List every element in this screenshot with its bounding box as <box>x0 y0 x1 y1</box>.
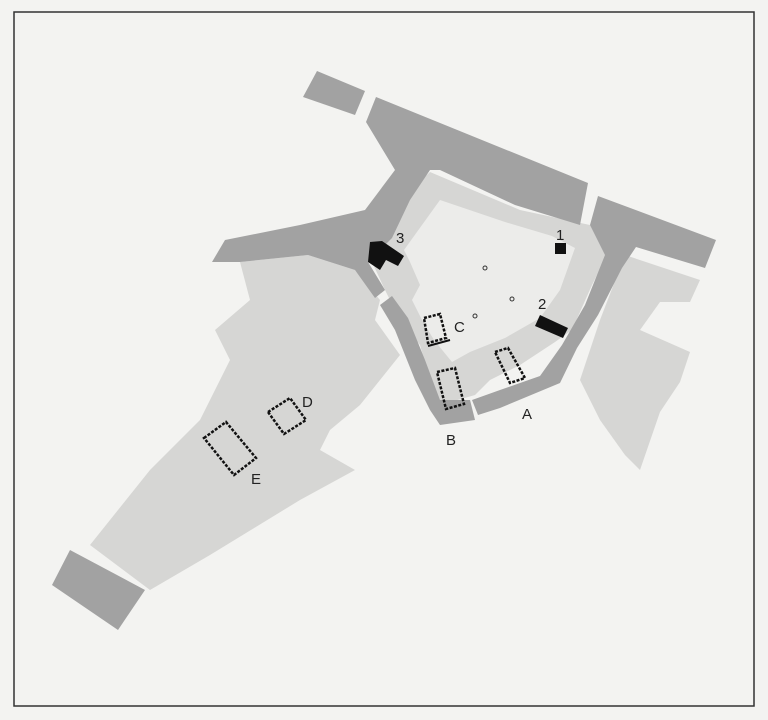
central-plaza <box>404 200 575 362</box>
north-band <box>212 97 588 298</box>
south-west-block <box>52 550 145 630</box>
point-marker <box>509 296 515 302</box>
left-light-district <box>90 255 400 590</box>
label-3: 3 <box>396 230 404 247</box>
point-marker <box>482 265 488 271</box>
label-b: B <box>446 432 456 449</box>
building-c-outline[interactable] <box>422 312 448 345</box>
right-light-district <box>580 255 700 470</box>
building-c-wall <box>427 339 451 347</box>
marker-2 <box>535 315 568 338</box>
building-b-outline[interactable] <box>435 366 466 411</box>
east-band-a <box>472 196 716 415</box>
label-d: D <box>302 394 313 411</box>
label-e: E <box>251 471 261 488</box>
point-marker <box>472 313 478 319</box>
building-a-outline[interactable] <box>493 346 527 385</box>
label-1: 1 <box>556 227 564 244</box>
marker-1 <box>555 243 566 254</box>
label-c: C <box>454 319 465 336</box>
label-2: 2 <box>538 296 546 313</box>
north-west-block <box>303 71 365 115</box>
label-a: A <box>522 406 532 423</box>
map-frame <box>13 11 755 707</box>
west-band-b <box>380 296 475 425</box>
building-d-outline[interactable] <box>266 396 308 436</box>
building-e-outline[interactable] <box>202 420 258 477</box>
marker-3 <box>368 241 404 270</box>
